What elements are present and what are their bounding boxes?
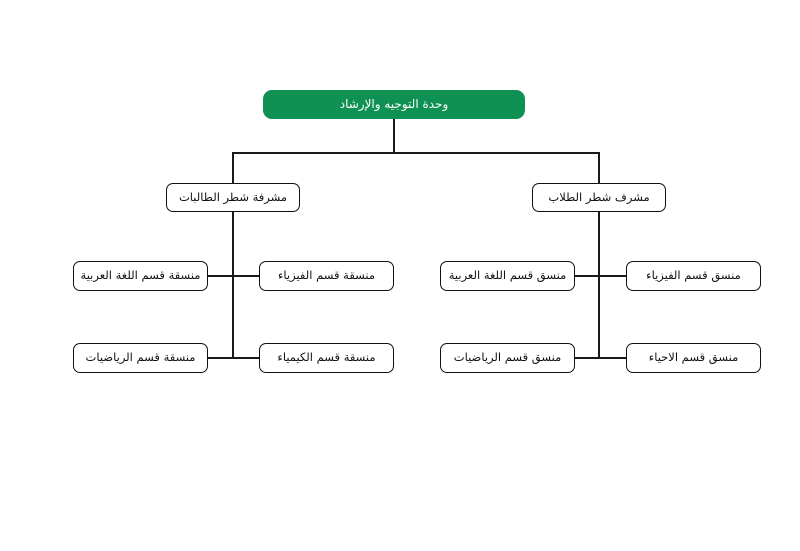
connector-drop-male-branch (598, 152, 600, 184)
node-coordinator-female-physics[interactable]: منسقة قسم الفيزياء (259, 261, 394, 291)
connector-root-stem (393, 119, 395, 153)
connector-male-arm-row-1 (575, 275, 627, 277)
node-coordinator-female-chemistry[interactable]: منسقة قسم الكيمياء (259, 343, 394, 373)
node-supervisor-male-section[interactable]: مشرف شطر الطلاب (532, 183, 666, 212)
connector-drop-female-branch (232, 152, 234, 184)
node-root-guidance-unit[interactable]: وحدة التوجيه والإرشاد (263, 90, 525, 119)
node-coordinator-male-math[interactable]: منسق قسم الرياضيات (440, 343, 575, 373)
node-coordinator-male-arabic[interactable]: منسق قسم اللغة العربية (440, 261, 575, 291)
connector-root-split-bar (232, 152, 599, 154)
connector-female-arm-row-2 (208, 357, 260, 359)
connector-female-trunk (232, 211, 234, 359)
node-supervisor-female-section[interactable]: مشرفة شطر الطالبات (166, 183, 300, 212)
node-coordinator-male-biology[interactable]: منسق قسم الاحياء (626, 343, 761, 373)
node-coordinator-male-physics[interactable]: منسق قسم الفيزياء (626, 261, 761, 291)
node-coordinator-female-arabic[interactable]: منسقة قسم اللغة العربية (73, 261, 208, 291)
node-coordinator-female-math[interactable]: منسقة قسم الرياضيات (73, 343, 208, 373)
connector-female-arm-row-1 (208, 275, 260, 277)
connector-male-arm-row-2 (575, 357, 627, 359)
connector-male-trunk (598, 211, 600, 359)
